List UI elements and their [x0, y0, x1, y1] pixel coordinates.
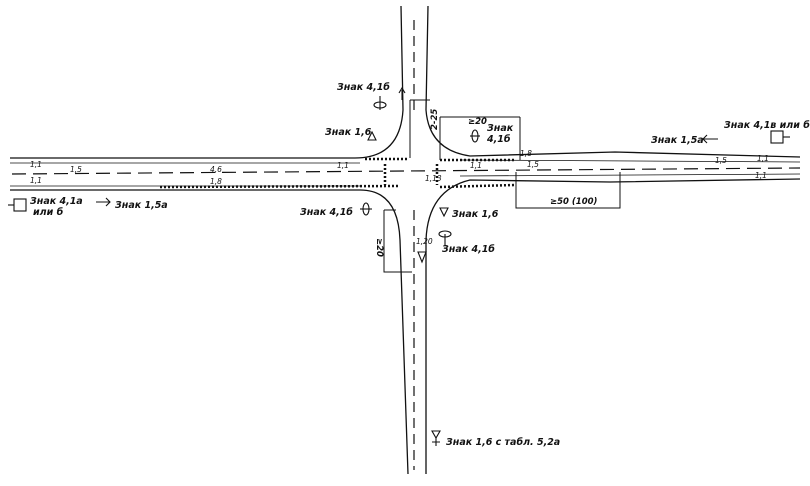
label-sign-4-1b-east: Знак — [487, 123, 514, 134]
sign-4-1b-icon-top — [373, 96, 387, 110]
marking-label: 1,5 — [527, 160, 539, 169]
marking-label: 1,1 — [757, 154, 769, 163]
center-line — [11, 167, 801, 175]
label-sign-1-6-top: Знак 1,6 — [325, 127, 372, 138]
marking-label: 1,13 — [425, 174, 442, 183]
dimension-label-ge20-top: ≥20 — [468, 117, 487, 127]
label-sign-1-5a-east: Знак 1,5а — [651, 135, 704, 146]
dimension-label-ge50: ≥50 (100) — [550, 197, 598, 207]
marking-label: 1,1 — [337, 161, 349, 170]
road-edge-sw — [10, 189, 409, 475]
label-sign-4-1b-east-num: 4,1б — [486, 134, 511, 145]
marking-label: 1,1 — [755, 171, 767, 180]
label-sign-4-1v-east: Знак 4,1в или б — [724, 120, 810, 131]
dimension-lines — [383, 99, 621, 273]
yield-triangle-icon-bottom — [417, 251, 427, 264]
arrow-up-icon-top — [398, 86, 406, 100]
marking-label: 1,5 — [715, 156, 727, 165]
marking-label: 1,1 — [470, 161, 482, 170]
road-outlines — [10, 5, 801, 475]
road-edge-nw — [10, 5, 404, 159]
road-edge-ne — [425, 5, 801, 158]
arrow-left-icon-east — [702, 134, 718, 144]
sign-symbols — [8, 86, 790, 446]
label-sign-1-5a-west: Знак 1,5а — [115, 200, 168, 211]
warning-triangle-icon-br — [439, 207, 449, 218]
label-sign-4-1b-bl: Знак 4,1б — [300, 207, 353, 218]
yield-sign-table-icon — [431, 430, 441, 446]
label-sign-1-6-table: Знак 1,6 с табл. 5,2а — [446, 437, 560, 448]
dimension-label-ge20-bot: ≥20 — [374, 238, 384, 257]
sign-labels: Знак 4,1б Знак 1,6 Знак 4,1б Знак 1,5а З… — [30, 82, 810, 448]
dimension-label-2-25: 2-25 — [430, 109, 440, 130]
marking-label: 1,1 — [30, 176, 42, 185]
sign-box-icon-east — [770, 130, 790, 144]
road-edge-se — [425, 178, 801, 474]
sign-4-1b-icon-east — [470, 129, 480, 143]
marking-label: 1,1 — [30, 160, 42, 169]
stop-lines — [159, 157, 516, 189]
label-sign-1-6-br: Знак 1,6 — [452, 209, 499, 220]
label-sign-4-1a-west-or: или б — [33, 207, 64, 218]
sign-4-1b-icon-bl — [360, 202, 372, 216]
marking-labels: 1,1 1,5 4,6 1,1 1,1 1,8 1,13 1,1 1,8 1,5… — [30, 149, 769, 246]
label-sign-4-1b-top: Знак 4,1б — [337, 82, 390, 93]
dimension-labels: 2-25 ≥20 ≥50 (100) ≥20 — [374, 109, 598, 257]
marking-label: 1,5 — [70, 165, 82, 174]
marking-label: 1,20 — [416, 237, 433, 246]
label-sign-4-1a-west: Знак 4,1а — [30, 196, 83, 207]
warning-triangle-icon-top — [367, 130, 377, 141]
marking-label: 1,8 — [210, 177, 222, 186]
arrow-right-icon-west — [96, 197, 111, 207]
sign-box-icon-west — [8, 198, 27, 212]
sign-4-1b-icon-br — [438, 230, 452, 246]
label-sign-4-1b-br: Знак 4,1б — [442, 244, 495, 255]
marking-label: 4,6 — [210, 165, 222, 174]
marking-label: 1,8 — [520, 149, 532, 158]
